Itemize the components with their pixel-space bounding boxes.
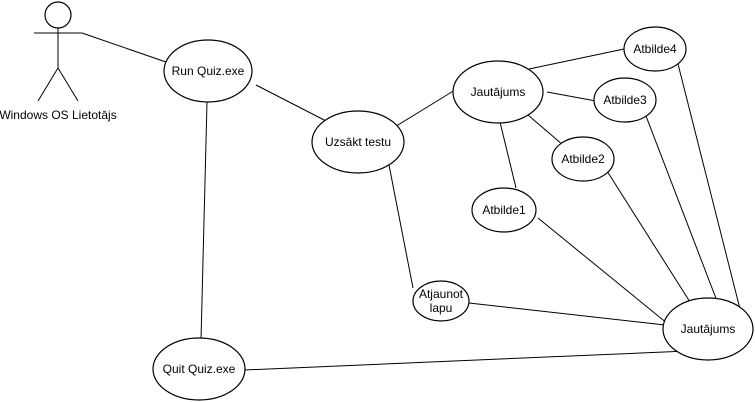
actor-windows-user: Windows OS Lietotājs [0, 1, 117, 122]
edge-jt-atbilde2 [527, 114, 564, 146]
edge-run-uzsakt [255, 84, 331, 124]
edge-actor-run [81, 32, 167, 63]
use-case-label: Quit Quiz.exe [163, 362, 236, 376]
edge-jt-atbilde1 [499, 121, 517, 189]
edge-atbilde2-jb [606, 170, 691, 303]
edge-uzsakt-jautajums-top [392, 89, 456, 129]
use-case-label: Atbilde3 [603, 93, 647, 107]
connectors [81, 32, 741, 371]
edge-jt-atbilde4 [528, 48, 625, 70]
edge-quit-jb [243, 348, 735, 371]
edge-atbilde1-jb [537, 217, 669, 325]
use-case-label: Atbilde2 [561, 152, 605, 166]
use-case-label-line2: lapu [430, 301, 453, 315]
use-case-quit-quiz: Quit Quiz.exe [152, 337, 246, 401]
use-case-jautajums-top: Jautājums [452, 60, 544, 124]
use-case-atbilde2: Atbilde2 [551, 136, 615, 182]
use-case-run-quiz: Run Quiz.exe [163, 39, 253, 103]
actor-label: Windows OS Lietotājs [0, 108, 117, 122]
use-case-label: Jautājums [471, 85, 526, 99]
use-case-atjaunot-lapu: Atjaunot lapu [412, 280, 470, 322]
edge-uzsakt-atjaunot [388, 164, 414, 289]
edge-atbilde3-jb [645, 115, 718, 302]
stick-figure-icon [34, 1, 82, 102]
use-case-label: Atbilde1 [482, 203, 526, 217]
edge-atbilde4-jb [677, 63, 741, 310]
edge-atjaunot-jb [468, 302, 666, 326]
use-case-label-line1: Atjaunot [419, 287, 464, 301]
use-case-label: Atbilde4 [633, 42, 677, 56]
edge-jt-atbilde3 [546, 91, 597, 102]
use-case-atbilde4: Atbilde4 [623, 26, 687, 72]
use-case-label: Jautājums [681, 322, 736, 336]
use-case-jautajums-bottom: Jautājums [662, 297, 754, 361]
use-case-uzsakt-testu: Uzsākt testu [311, 110, 405, 174]
edge-run-quit [200, 101, 208, 341]
use-case-atbilde3: Atbilde3 [593, 77, 657, 123]
use-case-label: Uzsākt testu [325, 135, 391, 149]
use-case-atbilde1: Atbilde1 [471, 187, 537, 233]
use-case-label: Run Quiz.exe [172, 64, 245, 78]
